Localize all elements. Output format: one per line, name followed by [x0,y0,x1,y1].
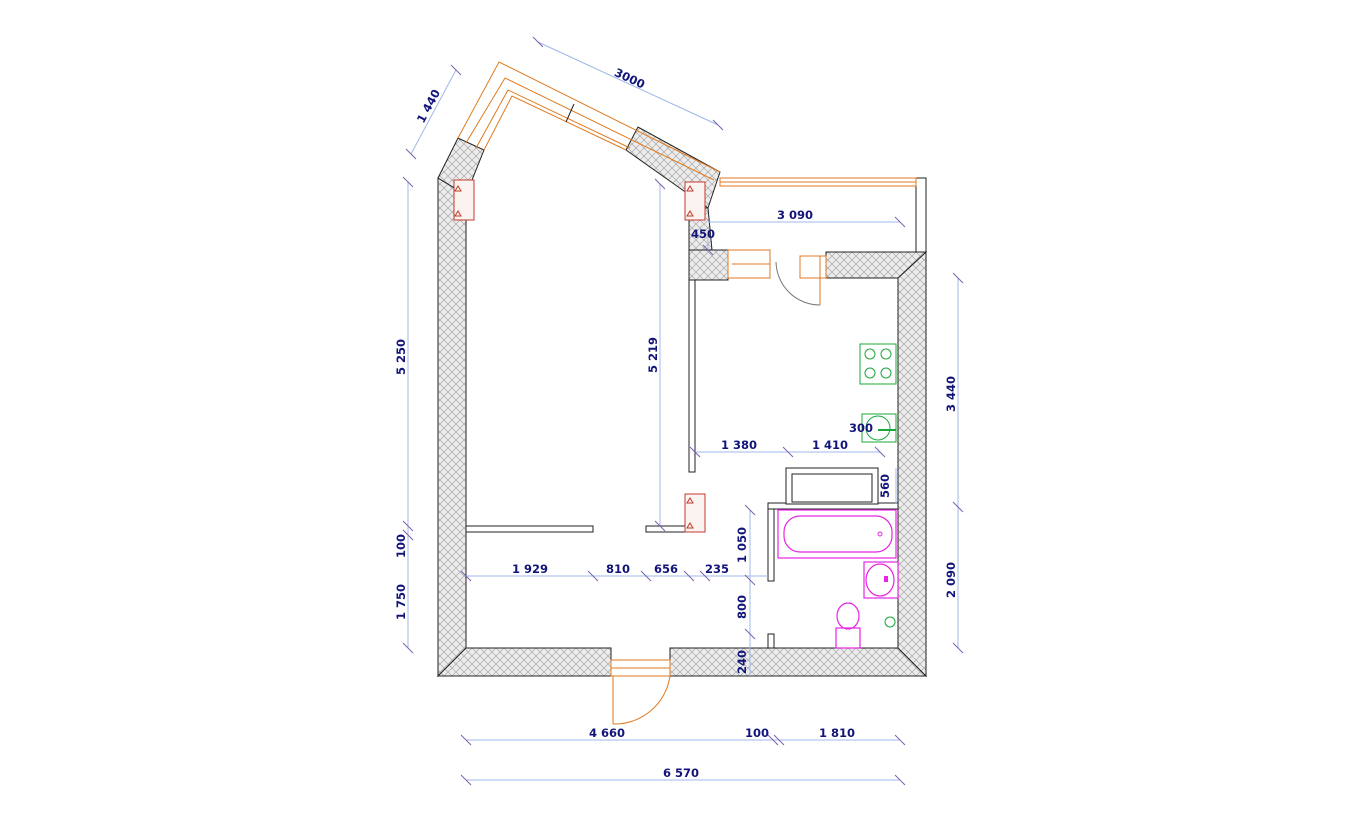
dim-balcony-depth: 450 [691,227,715,241]
stove-icon [859,343,897,385]
washbasin-icon [863,561,899,599]
dim-v1050: 1 050 [735,527,749,563]
dim-v240: 240 [735,650,749,674]
columns [453,179,706,533]
dim-total-width: 6 570 [663,766,699,780]
dim-h235: 235 [705,562,729,576]
dim-inner-height: 5 219 [646,337,660,373]
dimension-lines [402,36,964,786]
kitchen-sink-icon [861,413,897,443]
bathtub-icon [777,509,897,559]
dim-bottom-1810: 1 810 [819,726,855,740]
dim-diag-long: 3000 [612,65,647,91]
dim-left-small: 100 [394,534,408,558]
toilet-icon [835,602,861,649]
dim-h810: 810 [606,562,630,576]
dim-left-total: 5 250 [394,339,408,375]
dim-kitchen-a: 1 380 [721,438,757,452]
dim-kitchen-b: 1 410 [812,438,848,452]
dim-h656: 656 [654,562,678,576]
dim-right-upper: 3 440 [944,376,958,412]
dim-bottom-4660: 4 660 [589,726,625,740]
drain-icon [884,616,896,628]
windows-doors [457,61,917,725]
dim-h1929: 1 929 [512,562,548,576]
outer-walls [436,126,928,678]
dim-sink: 300 [849,421,873,435]
dimension-labels: 5 250 100 1 750 1 440 3000 5 219 3 090 4… [394,65,958,780]
dim-left-bottom: 1 750 [394,584,408,620]
dim-balcony-width: 3 090 [777,208,813,222]
dim-diag-short: 1 440 [414,87,443,125]
dim-right-lower: 2 090 [944,562,958,598]
partition-walls [465,177,927,649]
dim-v560: 560 [878,474,892,498]
dim-v800: 800 [735,595,749,619]
dim-bottom-100: 100 [745,726,769,740]
